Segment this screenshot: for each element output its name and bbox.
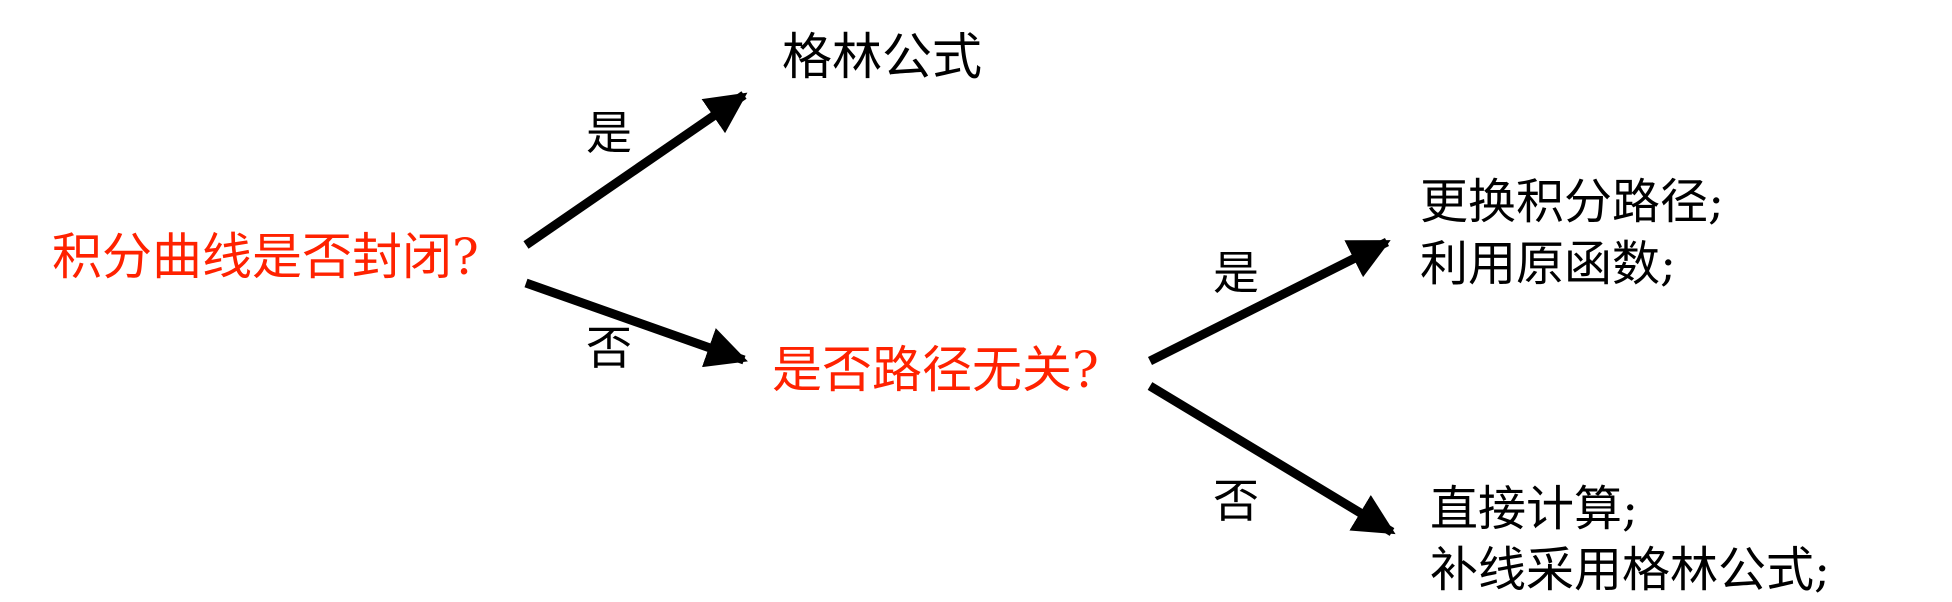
edge-label-root-no: 否: [586, 321, 632, 375]
edge-label-path-no: 否: [1213, 474, 1259, 528]
independent-step-line1: 更换积分路径;: [1420, 174, 1725, 230]
arrow-path-to-dependent: [1147, 382, 1396, 536]
independent-step-line2: 利用原函数;: [1420, 236, 1677, 292]
arrow-root-to-green-formula: [523, 91, 748, 249]
green-formula-node: 格林公式: [782, 28, 982, 86]
root-question: 积分曲线是否封闭?: [52, 228, 479, 286]
path-question: 是否路径无关?: [772, 341, 1099, 399]
dependent-step-line2: 补线采用格林公式;: [1430, 542, 1831, 598]
edge-label-path-yes: 是: [1213, 246, 1259, 300]
edge-label-root-yes: 是: [586, 106, 632, 160]
arrow-path-to-independent: [1147, 237, 1391, 366]
arrow-root-to-path-question: [524, 278, 748, 368]
dependent-step-line1: 直接计算;: [1430, 481, 1639, 537]
